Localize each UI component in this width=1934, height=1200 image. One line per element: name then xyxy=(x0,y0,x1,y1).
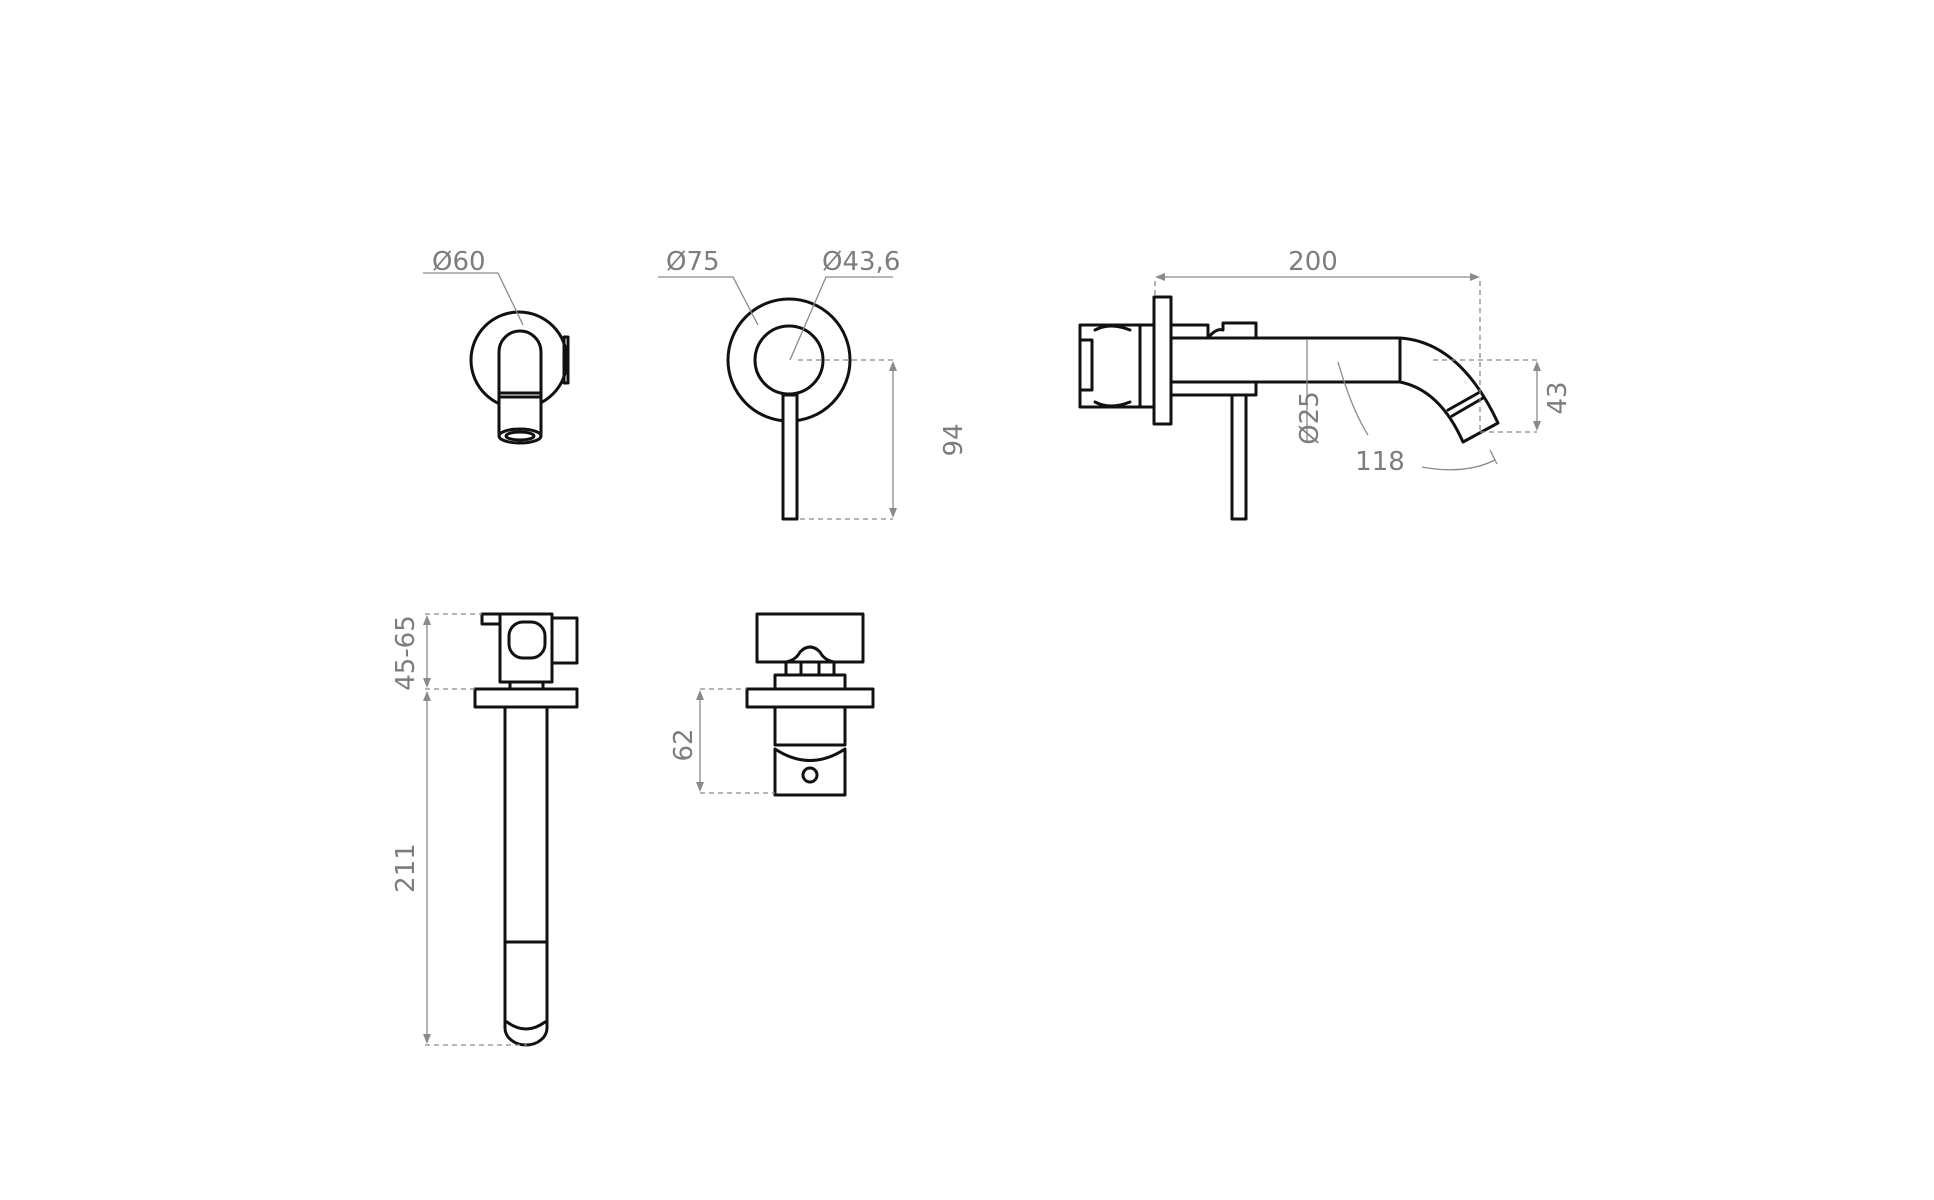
mixer-top-view: 62 xyxy=(669,612,875,797)
spout-pipe xyxy=(1169,336,1402,384)
mixer-plate xyxy=(745,687,875,709)
valve-body xyxy=(1078,323,1142,409)
dim-pipe-diameter: Ø25 xyxy=(1295,391,1325,445)
dim-projection: 200 xyxy=(1288,247,1338,277)
dim-spout-rosette: Ø60 xyxy=(432,247,486,277)
dim-arc-length: 118 xyxy=(1355,447,1405,477)
side-lever xyxy=(1230,393,1248,521)
spout-body xyxy=(503,705,549,1047)
mixer-handle-block xyxy=(755,612,865,664)
spout-curve xyxy=(1398,336,1500,444)
dim-mixer-rosette: Ø75 xyxy=(666,247,720,277)
mixer-lever xyxy=(781,393,799,521)
spout-plate xyxy=(473,687,579,709)
dim-lever-height: 94 xyxy=(939,423,969,456)
spout-front-view: Ø60 xyxy=(423,247,570,445)
mixer-handle xyxy=(753,324,825,396)
rosette-tab xyxy=(562,335,570,385)
mixer-front-view: Ø75 Ø43,6 94 xyxy=(658,247,969,521)
dim-mixer-handle: Ø43,6 xyxy=(822,247,900,277)
dim-wall-adjust: 45-65 xyxy=(391,615,421,691)
side-view: 200 Ø25 118 43 xyxy=(1078,247,1573,521)
mixer-cartridge xyxy=(773,747,847,797)
dim-mixer-depth: 62 xyxy=(669,728,699,761)
dim-body-length: 211 xyxy=(391,843,421,893)
spout-outlet xyxy=(497,329,543,437)
flange xyxy=(1152,295,1173,426)
spout-top-view: 45-65 211 xyxy=(391,612,579,1047)
dim-spout-height: 43 xyxy=(1543,381,1573,414)
